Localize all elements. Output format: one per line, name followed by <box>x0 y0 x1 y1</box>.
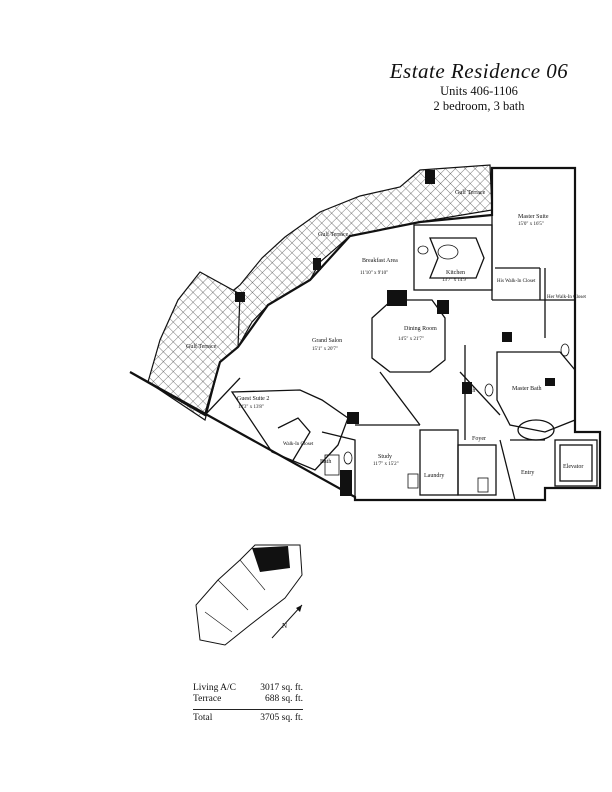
label-kitchen: Kitchen <box>446 270 465 276</box>
label-gulf-terrace-left: Gulf Terrace <box>186 343 217 350</box>
label-breakfast: Breakfast Area <box>362 257 398 264</box>
unit-outline <box>129 166 602 502</box>
area-summary: Living A/C 3017 sq. ft. Terrace 688 sq. … <box>193 683 303 724</box>
plan-header: Estate Residence 06 Units 406-1106 2 bed… <box>384 58 574 114</box>
north-arrow-icon: N <box>271 604 303 639</box>
living-label: Living A/C <box>193 683 237 693</box>
label-breakfast-dim: 11'10" x 9'10" <box>360 271 388 276</box>
label-dining-dim: 14'5" x 21'7" <box>398 337 424 342</box>
label-walk-in-closet: Walk-In Closet <box>283 442 314 447</box>
total-label: Total <box>193 713 213 723</box>
living-row: Living A/C 3017 sq. ft. <box>193 683 303 694</box>
label-elevator: Elevator <box>563 464 583 470</box>
plan-title: Estate Residence 06 <box>389 59 569 83</box>
label-master-suite-dim: 15'0" x 16'5" <box>518 222 544 227</box>
label-study: Study <box>378 454 392 460</box>
label-her-closet: Her Walk-In Closet <box>547 295 587 300</box>
label-kitchen-dim: 13'7" x 14'9" <box>442 278 468 283</box>
living-value: 3017 sq. ft. <box>260 683 303 693</box>
label-bath: Bath <box>464 388 475 394</box>
label-bath-guest: Bath <box>320 459 331 465</box>
label-grand-salon: Grand Salon <box>312 338 342 344</box>
label-grand-salon-dim: 15'1" x 20'7" <box>312 347 338 352</box>
north-label: N <box>282 622 287 630</box>
label-entry: Entry <box>521 470 534 476</box>
label-dining: Dining Room <box>404 326 437 332</box>
label-laundry: Laundry <box>424 473 444 479</box>
label-guest-suite: Guest Suite 2 <box>237 396 269 402</box>
label-master-suite: Master Suite <box>518 214 549 220</box>
terrace-row: Terrace 688 sq. ft. <box>193 694 303 705</box>
structural-columns <box>235 170 555 496</box>
fixtures <box>324 244 570 493</box>
total-row: Total 3705 sq. ft. <box>193 709 303 724</box>
label-master-bath: Master Bath <box>512 386 542 392</box>
bed-bath-text: 2 bedroom, 3 bath <box>433 99 525 113</box>
terrace-label: Terrace <box>193 694 222 704</box>
label-study-dim: 11'7" x 15'2" <box>373 462 399 467</box>
total-value: 3705 sq. ft. <box>260 713 303 723</box>
label-gulf-terrace-top: Gulf Terrace <box>455 189 486 196</box>
label-guest-suite-dim: 14'3" x 13'8" <box>238 405 264 410</box>
label-his-closet: His Walk-In Closet <box>497 279 536 284</box>
terrace-value: 688 sq. ft. <box>265 694 303 704</box>
label-gulf-terrace-mid: Gulf Terrace <box>318 231 349 238</box>
units-text: Units 406-1106 <box>440 84 518 98</box>
label-foyer: Foyer <box>472 436 486 442</box>
key-plan <box>195 544 303 646</box>
interior-walls <box>204 215 598 501</box>
